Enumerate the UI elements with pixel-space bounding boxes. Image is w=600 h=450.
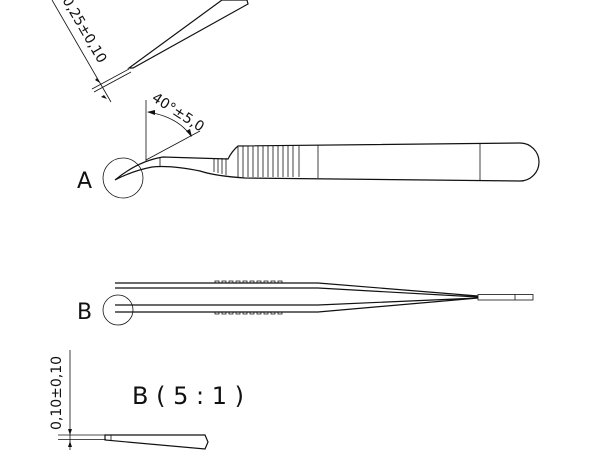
extension-line — [93, 71, 132, 93]
detail-b-title: B ( 5 : 1 ) — [132, 382, 244, 410]
tip-detail-view: 0,25±0,10 — [51, 0, 249, 103]
arrow-icon — [95, 78, 100, 83]
serration-bottom — [214, 311, 283, 315]
extension-line — [91, 68, 130, 90]
detail-b-dimension: 0,10±0,10 — [49, 356, 65, 430]
angle-dimension: 40°±5,0 — [145, 90, 207, 162]
detail-b-circle — [102, 294, 134, 326]
tip-outline — [127, 0, 249, 69]
arrow-icon — [68, 441, 72, 447]
forceps-side-outline — [114, 142, 540, 182]
lower-prong — [115, 297, 479, 313]
detail-b-label: B — [77, 300, 92, 325]
tip-rectangle — [477, 294, 534, 301]
arrow-icon — [101, 95, 107, 99]
tip-profile — [104, 434, 209, 450]
tip-thickness-dimension: 0,25±0,10 — [59, 0, 110, 66]
arrow-icon — [147, 110, 155, 115]
arrow-icon — [68, 429, 72, 435]
serration-top — [214, 280, 283, 284]
arrow-icon — [186, 129, 192, 137]
dimension-line — [51, 0, 112, 103]
detail-a-label: A — [77, 169, 92, 194]
top-view: B — [77, 280, 534, 326]
detail-b-view: 0,10±0,10 B ( 5 : 1 ) — [49, 350, 244, 450]
extension-line — [145, 130, 201, 161]
angle-dimension-label: 40°±5,0 — [149, 90, 207, 135]
grip-serration — [213, 146, 300, 177]
detail-a-circle — [102, 157, 144, 199]
upper-prong — [115, 282, 479, 298]
side-view: A — [77, 142, 540, 199]
